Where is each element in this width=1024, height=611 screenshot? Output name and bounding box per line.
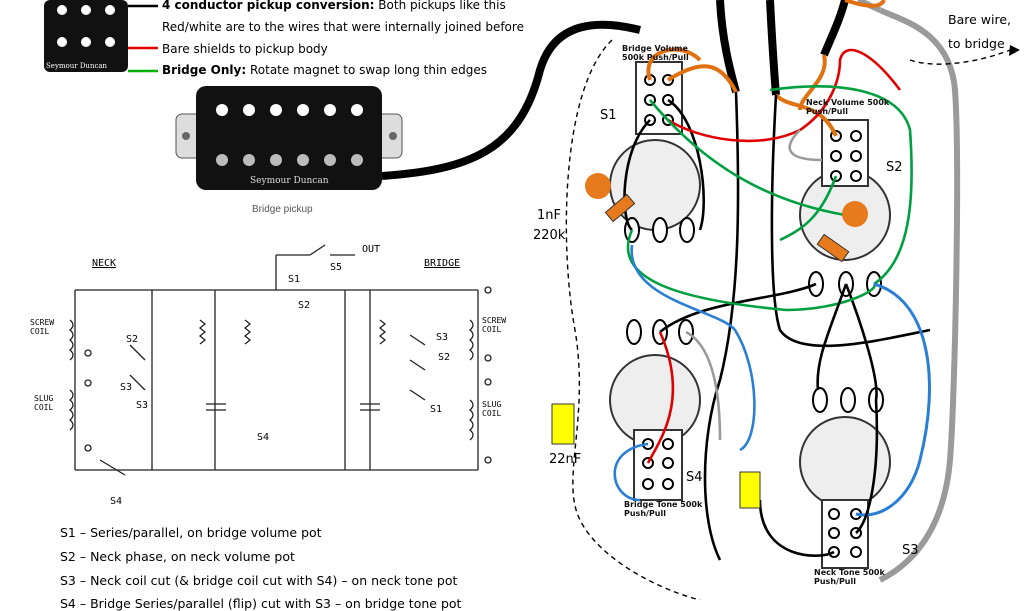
- capacitor-neck-icon: [842, 201, 868, 227]
- schematic-switch-s3c: S3: [120, 382, 133, 393]
- schematic-switch-s2: S2: [126, 334, 139, 345]
- pickup-brand: Seymour Duncan: [250, 176, 329, 186]
- note-s3: S3 – Neck coil cut (& bridge coil cut wi…: [60, 573, 458, 588]
- s3-label: S3: [902, 543, 919, 558]
- schematic-switch-s4: S4: [257, 432, 270, 443]
- schematic-screw-coil: SCREW COIL: [30, 318, 55, 336]
- neck-tone-label: Neck Tone 500k Push/Pull: [814, 568, 885, 586]
- note-s1: S1 – Series/parallel, on bridge volume p…: [60, 525, 322, 540]
- schematic-switch-s3: S3: [136, 400, 149, 411]
- schematic-slug-coil-right: SLUG COIL: [482, 400, 502, 418]
- note-s4: S4 – Bridge Series/parallel (flip) cut w…: [60, 596, 462, 611]
- bare-wire-note-2: to bridge: [948, 36, 1005, 51]
- schematic-slug-coil: SLUG COIL: [34, 394, 54, 412]
- legend-line-4: Bridge Only: Rotate magnet to swap long …: [162, 63, 487, 77]
- schematic-screw-coil-right: SCREW COIL: [482, 316, 507, 334]
- resistor-220k-icon: [604, 193, 636, 223]
- s2-label: S2: [886, 160, 903, 175]
- bridge-volume-pot: [609, 61, 701, 243]
- schematic-switch-s3r: S3: [436, 332, 449, 343]
- note-s2: S2 – Neck phase, on neck volume pot: [60, 549, 295, 564]
- schematic-switch-s1r: S1: [430, 404, 443, 415]
- legend-line-3: Bare shields to pickup body: [162, 42, 328, 56]
- s4-label: S4: [686, 470, 703, 485]
- neck-volume-label: Neck Volume 500k Push/Pull: [806, 98, 890, 116]
- bridge-volume-label: Bridge Volume 500k Push/Pull: [622, 44, 689, 62]
- bare-wire-note: Bare wire,: [948, 12, 1011, 27]
- bridge-tone-label: Bridge Tone 500k Push/Pull: [624, 500, 703, 518]
- schematic-switch-s2c: S2: [298, 300, 311, 311]
- cap-22nf-label: 22nF: [549, 452, 582, 467]
- bridge-tone-pot: [609, 319, 701, 501]
- schematic-neck-label: NECK: [92, 258, 117, 269]
- schematic-switch-s4b: S4: [110, 496, 123, 507]
- schematic-out-label: OUT: [362, 244, 381, 255]
- capacitor-neck-tone-icon: [739, 471, 761, 509]
- legend-line-2: Red/white are to the wires that were int…: [162, 20, 524, 34]
- cap-1nf-label: 1nF: [537, 208, 561, 223]
- small-pickup-icon: [44, 0, 128, 72]
- small-pickup-brand: Seymour Duncan: [46, 62, 108, 70]
- legend-line-1: 4 conductor pickup conversion: Both pick…: [162, 0, 506, 12]
- resistor-neck-icon: [816, 233, 850, 263]
- schematic-bridge-label: BRIDGE: [424, 258, 461, 269]
- schematic-switch-s1: S1: [288, 274, 301, 285]
- schematic-drawing: [68, 244, 492, 476]
- s1-label: S1: [600, 108, 617, 123]
- schematic-switch-s2r: S2: [438, 352, 451, 363]
- capacitor-1nf-icon: [585, 173, 611, 199]
- res-220k-label: 220k: [533, 228, 566, 243]
- bridge-pickup-icon: [175, 86, 403, 190]
- schematic-switch-s5: S5: [330, 262, 343, 273]
- pickup-caption: Bridge pickup: [252, 204, 313, 215]
- neck-tone-pot: [799, 387, 891, 569]
- capacitor-22nf-icon: [551, 403, 575, 445]
